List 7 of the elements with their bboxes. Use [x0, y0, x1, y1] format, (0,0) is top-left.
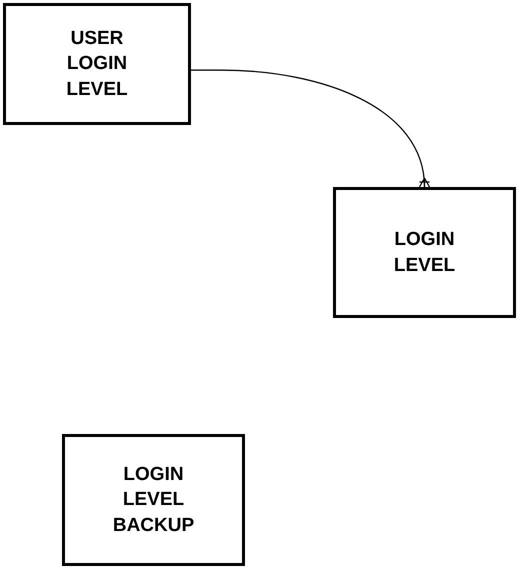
entity-box [3, 3, 191, 125]
entity-box [333, 187, 516, 318]
relationship-line [191, 70, 430, 188]
entity-box [62, 434, 245, 566]
entity-name: LOGIN LEVEL BACKUP [112, 462, 196, 538]
entity-name: LOGIN LEVEL [392, 228, 456, 278]
entity-name: USER LOGIN LEVEL [65, 26, 129, 102]
